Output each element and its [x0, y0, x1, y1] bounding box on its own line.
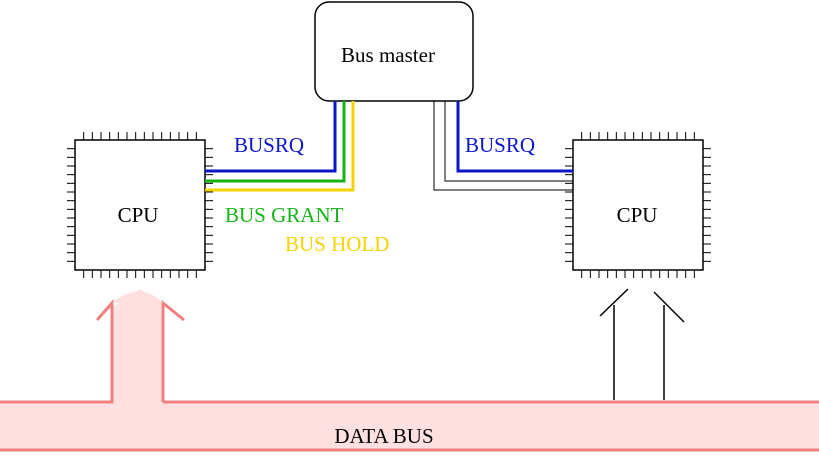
- bus-grant-label: BUS GRANT: [225, 203, 344, 227]
- bus-hold-label: BUS HOLD: [285, 232, 389, 256]
- right-cpu-bus-arrow: [599, 288, 685, 400]
- data-bus-band: [0, 289, 819, 450]
- bus-master-label: Bus master: [341, 43, 435, 67]
- cpu-right-label: CPU: [617, 203, 658, 227]
- left-cpu-bus-arrow-head: [112, 291, 163, 303]
- busrq-line-left: [205, 101, 337, 173]
- bus-hold-line-left: [205, 101, 355, 192]
- inactive-line-right-1: [444, 101, 573, 182]
- cpu-right-chip: [565, 132, 711, 278]
- right-control-lines: [433, 101, 573, 191]
- busrq-label-right: BUSRQ: [465, 133, 535, 157]
- left-control-lines: [205, 101, 355, 192]
- cpu-left-label: CPU: [118, 203, 159, 227]
- bus-grant-line-left: [205, 101, 346, 183]
- cpu-left-chip: [67, 132, 213, 278]
- busrq-line-right: [456, 101, 573, 173]
- inactive-line-right-2: [433, 101, 573, 191]
- bus-master-box: [314, 1, 474, 102]
- busrq-label-left: BUSRQ: [234, 133, 304, 157]
- data-bus-label: DATA BUS: [334, 424, 433, 448]
